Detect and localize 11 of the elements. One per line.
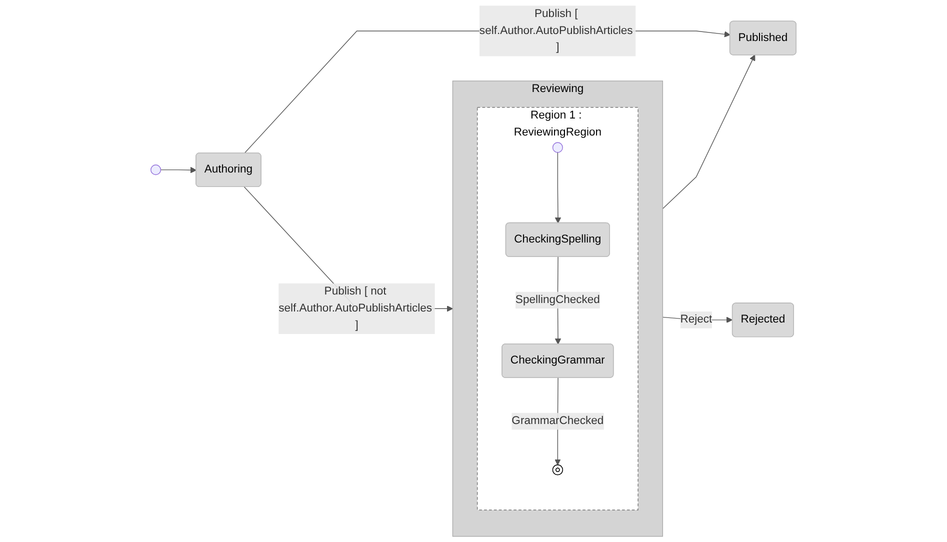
edge-label: SpellingChecked — [515, 294, 600, 306]
arrow — [244, 30, 730, 154]
node-circle — [150, 164, 162, 176]
edge-label: GrammarChecked — [512, 414, 604, 427]
arrow — [662, 54, 756, 210]
arrow — [554, 152, 562, 224]
arrow — [160, 166, 197, 174]
node-circle — [552, 142, 563, 153]
edge-label: Publish [ not self.Author.AutoPublishArticles ] — [278, 285, 432, 332]
edge-label: Reject — [680, 314, 712, 326]
edge-label: Publish [ self.Author.AutoPublishArticles ] — [479, 8, 633, 54]
